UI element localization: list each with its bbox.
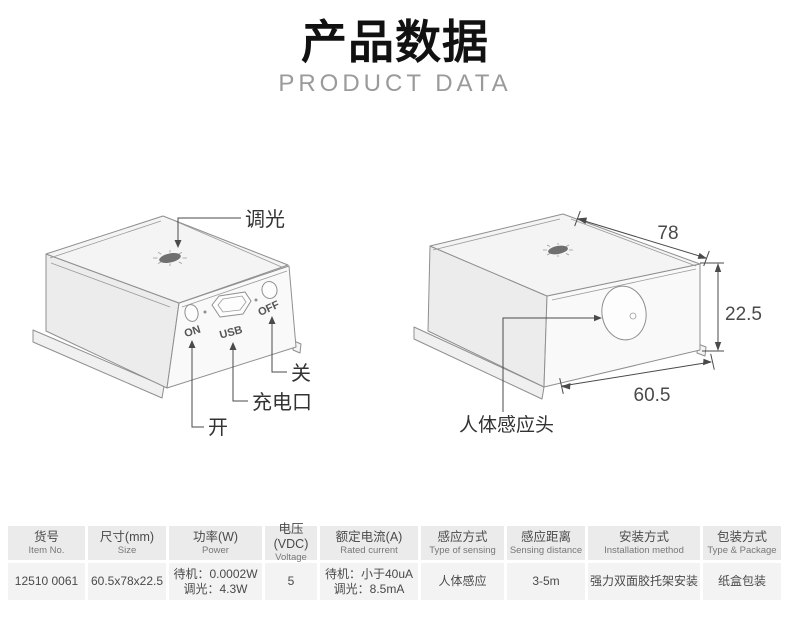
page-subtitle: PRODUCT DATA [278,70,512,97]
col-header-sensing-distance: 感应距离 Sensing distance [507,526,585,560]
chamfer-edges [49,220,288,308]
arrow-icon [714,263,722,272]
dimension-top-edge [574,210,710,267]
col-header-rated-current: 额定电流(A) Rated current [320,526,418,560]
dimming-label: 调光 [245,208,285,231]
on-face-label: ON [183,324,202,341]
col-header-package: 包装方式 Type & Package [703,526,781,560]
table-cell-size: 60.5x78x22.5 [88,563,166,600]
col-header-cn: 感应距离 [520,529,571,544]
dim-22.5-label: 22.5 [725,304,762,325]
usb-face-label: USB [218,324,244,342]
col-header-sensing-type: 感应方式 Type of sensing [421,526,504,560]
pir-sensor-icon [601,285,647,341]
table-cell-installation: 强力双面胶托架安装 [588,563,700,600]
table-cell-item-no: 12510 0061 [8,563,85,600]
device-drawing-left: ON USB OFF 调光 开 充电口 [32,208,312,439]
dimension-height [700,262,724,352]
table-cell-sensing-type: 人体感应 [421,563,504,600]
col-header-installation: 安装方式 Installation method [588,526,700,560]
title-block: 产品数据 PRODUCT DATA [0,16,790,98]
col-header-en: Size [117,544,137,556]
open-label: 开 [208,417,228,439]
diagram-device-dimensions: 78 22.5 60.5 人体感应头 [400,190,790,450]
arrow-icon [561,383,571,390]
arrow-icon [577,217,587,224]
col-header-cn: 额定电流(A) [335,529,403,544]
arrow-right-icon [594,314,602,322]
col-header-power: 功率(W) Power [169,526,262,560]
sensor-head-label: 人体感应头 [459,414,554,436]
table-cell-power: 待机：0.0002W 调光：4.3W [169,563,262,600]
arrow-down-icon [174,240,182,248]
dimmer-sun-icon [543,243,573,257]
dim-60.5-label: 60.5 [634,385,671,406]
col-header-cn: 尺寸(mm) [99,529,155,544]
spec-table: 货号 Item No. 尺寸(mm) Size 功率(W) Power 电压(V… [8,522,782,600]
col-header-cn: 安装方式 [618,529,669,544]
charging-port-leader [229,342,248,402]
col-header-en: Type & Package [707,544,777,556]
table-cell-package: 纸盒包装 [703,563,781,600]
page-title: 产品数据 [301,16,489,68]
dimension-front-edge [559,353,715,395]
table-header-row: 货号 Item No. 尺寸(mm) Size 功率(W) Power 电压(V… [8,522,782,563]
table-cell-voltage: 5 [265,563,317,600]
device-base-flange [32,329,165,399]
charging-port-label: 充电口 [252,391,312,414]
arrow-up-icon [229,342,237,350]
device-front-face [166,265,297,389]
dimming-leader [174,217,241,248]
screw-dot-right [254,298,258,302]
off-button [261,281,278,299]
screw-dot-left [203,310,207,314]
device-drawing-right: 78 22.5 60.5 人体感应头 [413,210,762,436]
table-cell-rated-current: 待机：小于40uA 调光：8.5mA [320,563,418,600]
dimmer-sun-icon [153,250,187,266]
close-label: 关 [291,362,311,385]
col-header-en: Power [202,544,229,556]
on-button [184,304,199,322]
col-header-en: Rated current [340,544,398,556]
device-base-flange [413,326,545,400]
col-header-size: 尺寸(mm) Size [88,526,166,560]
col-header-cn: 功率(W) [192,529,239,544]
col-header-cn: 电压(VDC) [273,522,309,551]
chamfer-edges [432,218,697,301]
open-leader [188,340,204,428]
arrow-up-icon [268,316,276,324]
usb-port-icon [211,291,252,318]
diagram-device-controls: ON USB OFF 调光 开 充电口 [20,190,350,455]
col-header-cn: 感应方式 [437,529,488,544]
sensor-head-leader [502,314,602,412]
col-header-item-no: 货号 Item No. [8,526,85,560]
arrow-icon [697,252,707,259]
col-header-en: Sensing distance [509,544,583,556]
col-header-en: Item No. [28,544,65,556]
col-header-cn: 货号 [33,529,59,544]
table-cell-sensing-distance: 3-5m [507,563,585,600]
arrow-icon [703,358,712,366]
close-leader [268,316,287,373]
dim-78-label: 78 [657,223,678,244]
col-header-cn: 包装方式 [716,529,767,544]
arrow-up-icon [188,340,196,348]
col-header-voltage: 电压(VDC) Voltage [265,522,317,563]
arrow-icon [714,342,722,351]
table-data-row: 12510 0061 60.5x78x22.5 待机：0.0002W 调光：4.… [8,563,782,600]
col-header-en: Type of sensing [429,544,496,556]
col-header-en: Installation method [604,544,684,556]
col-header-en: Voltage [275,552,307,563]
